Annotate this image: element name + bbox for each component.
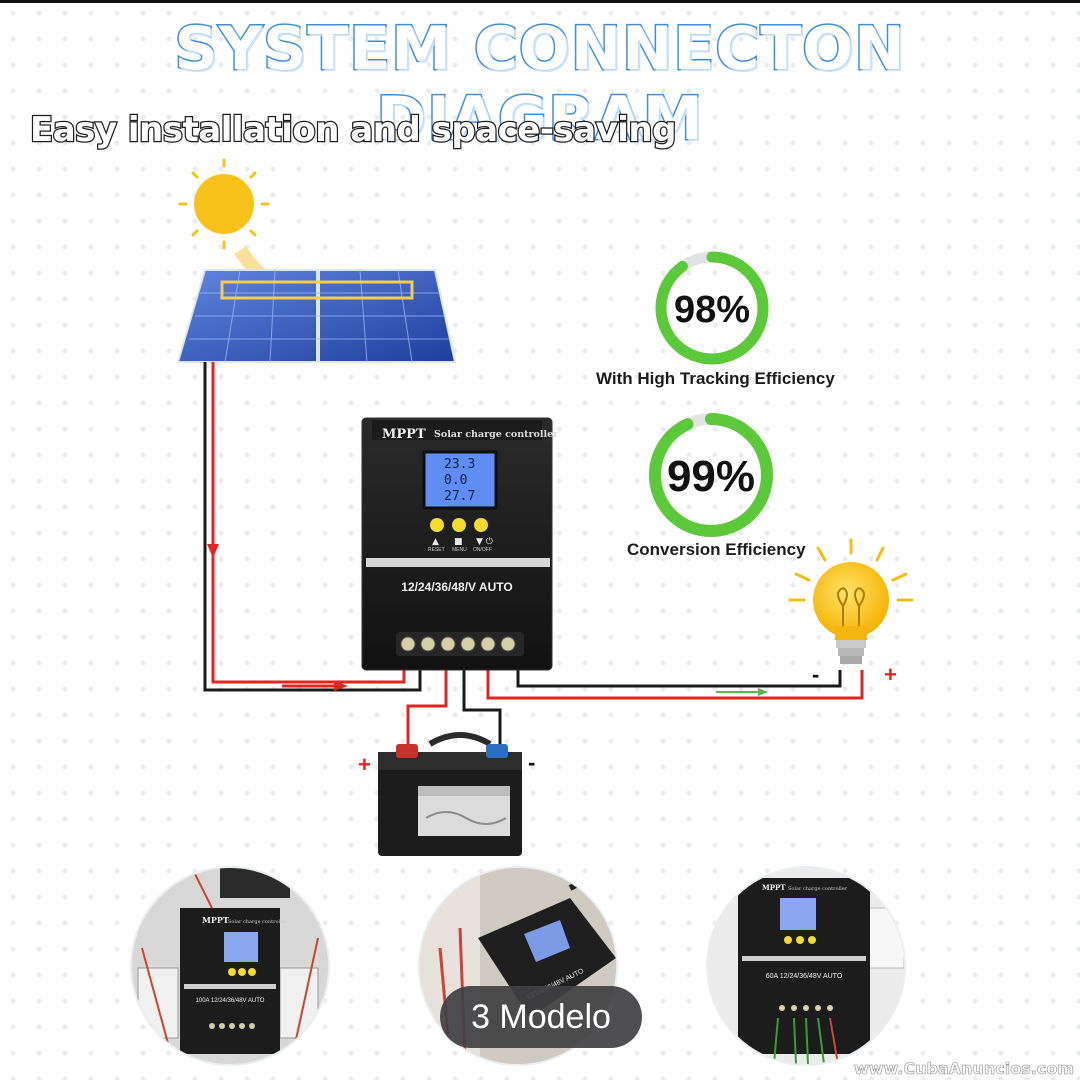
terminal-block [396, 632, 524, 656]
page-subtitle: Easy installation and space-saving [29, 109, 678, 152]
page-title: SYSTEM CONNECTON DIAGRAM [173, 13, 906, 156]
photo1-name: Solar charge controller [228, 919, 288, 925]
light-bulb-icon [788, 538, 914, 664]
battery-minus-sign: - [528, 750, 535, 775]
photo1-brand: MPPT [202, 915, 229, 925]
tracking-efficiency-caption: With High Tracking Efficiency [596, 369, 835, 388]
controller-voltage-label: 12/24/36/48/V AUTO [401, 580, 512, 594]
product-photo-3: MPPT Solar charge controller 60A 12/24/3… [708, 868, 904, 1064]
tracking-efficiency-ring [655, 251, 769, 365]
conversion-efficiency-caption: Conversion Efficiency [627, 540, 806, 559]
solar-negative-wire [203, 362, 422, 692]
load-arrow-head-icon [758, 688, 768, 696]
tracking-efficiency-value: 98% [674, 289, 750, 331]
conversion-efficiency-ring [649, 413, 773, 537]
lcd-line-3: 27.7 [444, 489, 475, 504]
controller-brand: MPPT [382, 427, 426, 442]
photo3-voltage-label: 60A 12/24/36/48V AUTO [766, 973, 843, 980]
button-label-onoff: ON/OFF [473, 547, 492, 553]
charge-controller: ▲ ■ ▼ ⏻ [361, 417, 553, 671]
arrow-down-head-icon [207, 544, 219, 558]
photo3-name: Solar charge controller [788, 886, 848, 892]
svg-text:▼ ⏻: ▼ ⏻ [476, 536, 493, 547]
battery [378, 732, 522, 856]
battery-negative-wire [462, 660, 502, 752]
battery-positive-wire [406, 660, 448, 762]
controller-name: Solar charge controller [434, 429, 559, 440]
load-positive-wire [486, 660, 864, 700]
top-divider [0, 0, 1080, 3]
product-photo-1: MPPT Solar charge controller 100A 12/24/… [132, 868, 328, 1064]
battery-plus-sign: + [358, 752, 371, 777]
conversion-efficiency-value: 99% [667, 452, 755, 501]
photo3-brand: MPPT [762, 883, 786, 892]
load-minus-sign: - [812, 662, 819, 687]
button-label-reset: RESET [428, 547, 445, 553]
lcd-line-1: 23.3 [444, 457, 475, 472]
models-count-badge: 3 Modelo [440, 986, 642, 1048]
sun-icon [178, 158, 270, 250]
photo1-voltage-label: 100A 12/24/36/48V AUTO [196, 998, 265, 1004]
load-plus-sign: + [884, 662, 897, 687]
arrow-right-head-icon [334, 681, 348, 691]
load-negative-wire [516, 660, 842, 688]
button-label-menu: MENU [452, 547, 467, 553]
svg-text:▲: ▲ [432, 537, 439, 547]
solar-panel [176, 269, 457, 363]
watermark: www.CubaAnuncios.com [853, 1059, 1075, 1079]
svg-text:■: ■ [454, 537, 463, 547]
lcd-line-2: 0.0 [444, 473, 467, 488]
